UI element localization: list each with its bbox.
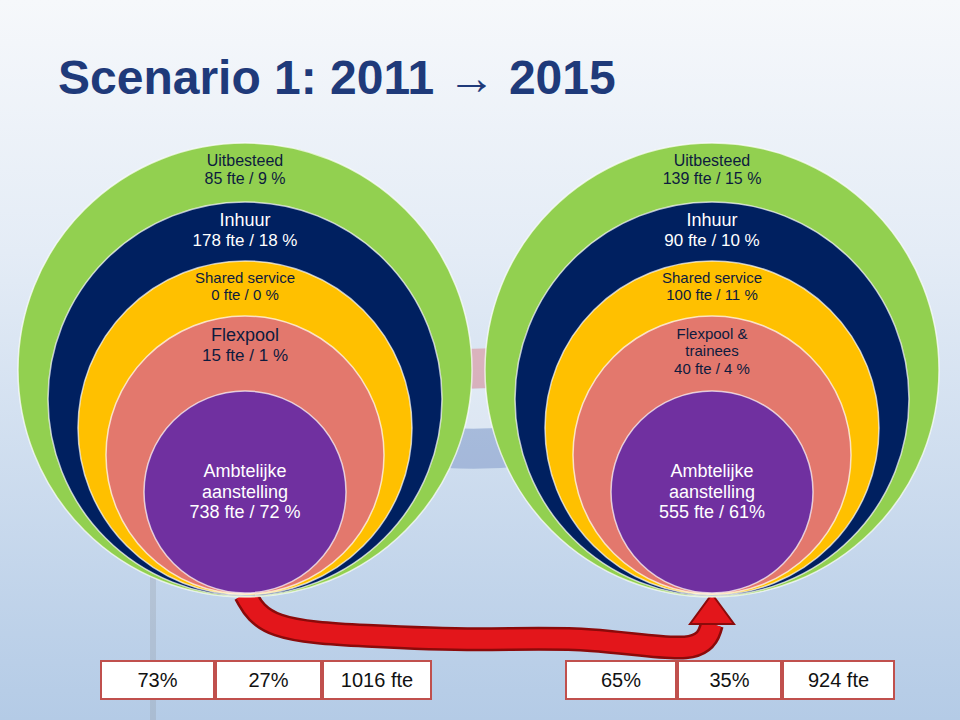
circle-fill: [18, 143, 472, 597]
fte-value: 555 fte / 61%: [637, 502, 787, 523]
ring-circle: Inhuur90 fte / 10 % Shared service100 fte…: [514, 201, 910, 597]
table-value: 924 fte: [808, 669, 869, 692]
table-cell: 27%: [215, 660, 322, 700]
circle-label: Ambtelijke aanstelling738 fte / 72 %: [170, 461, 320, 523]
circle-label: Shared service0 fte / 0 %: [160, 269, 330, 304]
fte-value: 40 fte / 4 %: [656, 360, 768, 377]
table-value: 27%: [248, 669, 288, 692]
fte-value: 90 fte / 10 %: [612, 231, 812, 251]
circle-fill: [106, 316, 384, 594]
category-name: Uitbesteed: [170, 152, 320, 170]
category-name: Ambtelijke aanstelling: [170, 461, 320, 502]
category-name: Uitbesteed: [637, 152, 787, 170]
circle-label: Ambtelijke aanstelling555 fte / 61%: [637, 461, 787, 523]
table-value: 73%: [137, 669, 177, 692]
category-name: Flexpool & trainees: [656, 325, 768, 360]
fte-value: 0 fte / 0 %: [160, 286, 330, 303]
ring-circle: Uitbesteed85 fte / 9 % Inhuur178 fte / 18…: [17, 142, 473, 598]
fte-value: 178 fte / 18 %: [145, 231, 345, 251]
fte-value: 15 fte / 1 %: [160, 346, 330, 366]
arrow-head: [690, 594, 734, 624]
category-name: Inhuur: [145, 210, 345, 231]
circle-fill: [485, 143, 939, 597]
circle-label: Inhuur90 fte / 10 %: [612, 210, 812, 250]
ring-circle: Uitbesteed139 fte / 15 % Inhuur90 fte / 1…: [484, 142, 940, 598]
fte-value: 738 fte / 72 %: [170, 502, 320, 523]
table-value: 65%: [601, 669, 641, 692]
table-cell: 73%: [100, 660, 215, 700]
ring-circle: Shared service100 fte / 11 % Flexpool & t…: [544, 260, 880, 596]
circle-fill: [515, 202, 909, 596]
transition-arrow: [245, 594, 734, 648]
table-value: 35%: [709, 669, 749, 692]
circle-label: Inhuur178 fte / 18 %: [145, 210, 345, 250]
table-cell: 1016 fte: [322, 660, 432, 700]
circle-fill: [611, 391, 813, 593]
category-name: Ambtelijke aanstelling: [637, 461, 787, 502]
fte-value: 139 fte / 15 %: [637, 170, 787, 188]
category-name: Flexpool: [160, 325, 330, 346]
arrow-outline: [245, 594, 712, 648]
category-name: Inhuur: [612, 210, 812, 231]
table-value: 1016 fte: [341, 669, 413, 692]
fte-value: 85 fte / 9 %: [170, 170, 320, 188]
circle-label: Uitbesteed139 fte / 15 %: [637, 152, 787, 189]
circle-label: Uitbesteed85 fte / 9 %: [170, 152, 320, 189]
category-name: Shared service: [160, 269, 330, 286]
ring-circle: Ambtelijke aanstelling738 fte / 72 %: [143, 390, 347, 594]
circle-fill: [78, 261, 412, 595]
arrow-body: [245, 594, 712, 648]
circle-label: Flexpool & trainees40 fte / 4 %: [656, 325, 768, 377]
circle-fill: [144, 391, 346, 593]
table-cell: 35%: [677, 660, 782, 700]
ring-circle: Flexpool & trainees40 fte / 4 % Ambtelijk…: [572, 315, 852, 595]
fte-value: 100 fte / 11 %: [627, 286, 797, 303]
ring-circle: Ambtelijke aanstelling555 fte / 61%: [610, 390, 814, 594]
circle-label: Shared service100 fte / 11 %: [627, 269, 797, 304]
ring-circle: Flexpool15 fte / 1 % Ambtelijke aanstelli…: [105, 315, 385, 595]
ring-circle: Inhuur178 fte / 18 % Shared service0 fte …: [47, 201, 443, 597]
circle-fill: [48, 202, 442, 596]
circle-fill: [545, 261, 879, 595]
circle-fill: [573, 316, 851, 594]
table-cell: 924 fte: [782, 660, 895, 700]
table-cell: 65%: [565, 660, 677, 700]
slide-title: Scenario 1: 2011 → 2015: [58, 50, 616, 105]
category-name: Shared service: [627, 269, 797, 286]
circle-label: Flexpool15 fte / 1 %: [160, 325, 330, 365]
ring-circle: Shared service0 fte / 0 % Flexpool15 fte …: [77, 260, 413, 596]
